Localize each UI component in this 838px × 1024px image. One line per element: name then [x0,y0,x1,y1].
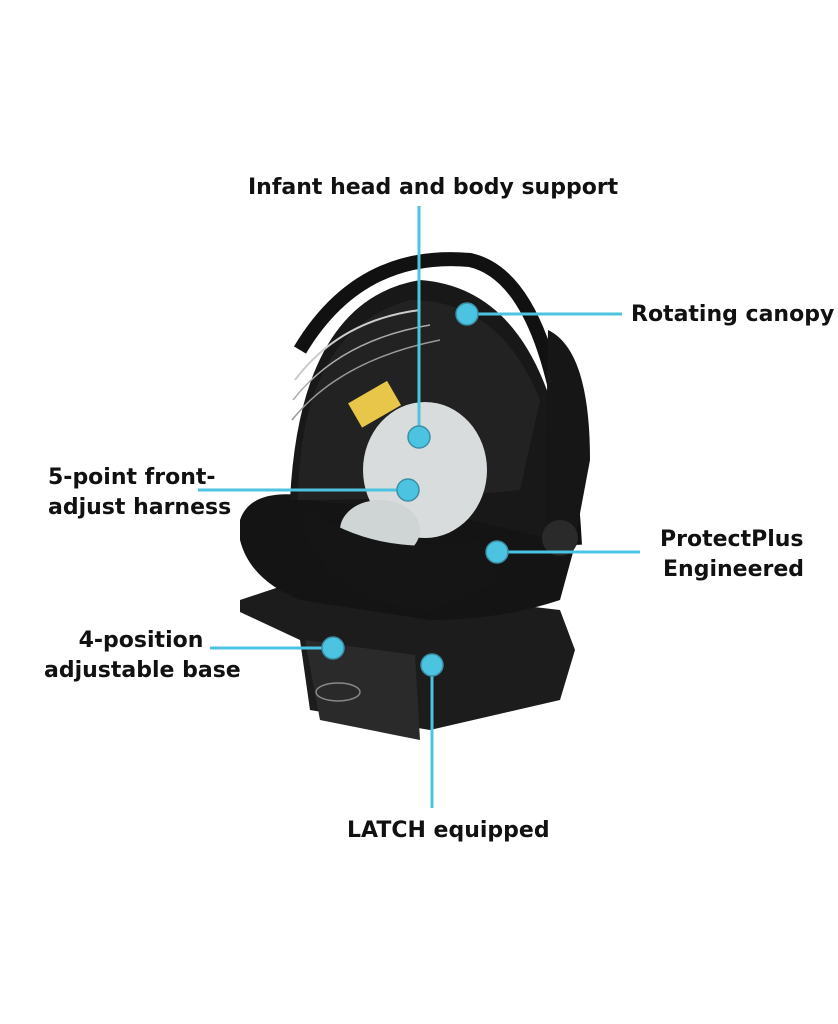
canopy-dot [455,302,479,326]
car-seat-base [240,580,575,740]
head-support-label: Infant head and body support [248,175,619,200]
protectplus-label-line1: ProtectPlus [660,527,804,552]
latch-dot [420,653,444,677]
protectplus-label-line2: Engineered [663,557,805,582]
protectplus-dot [485,540,509,564]
harness-label: 5-point front- adjust harness [48,463,232,523]
protectplus-label: ProtectPlus Engineered [660,525,804,585]
head-support-dot [407,425,431,449]
base-label-line1: 4-position [78,628,204,653]
canopy[interactable] [545,330,590,540]
harness-label-line1: 5-point front- [48,465,216,490]
base-label: 4-position adjustable base [44,626,241,686]
harness-dot [396,478,420,502]
harness-label-line2: adjust harness [48,495,232,520]
base-dot [321,636,345,660]
canopy-label: Rotating canopy [631,302,835,327]
latch-label: LATCH equipped [347,818,550,843]
car-seat-shell [240,252,590,620]
base-label-line2: adjustable base [44,658,241,683]
graco-logo [315,682,361,702]
